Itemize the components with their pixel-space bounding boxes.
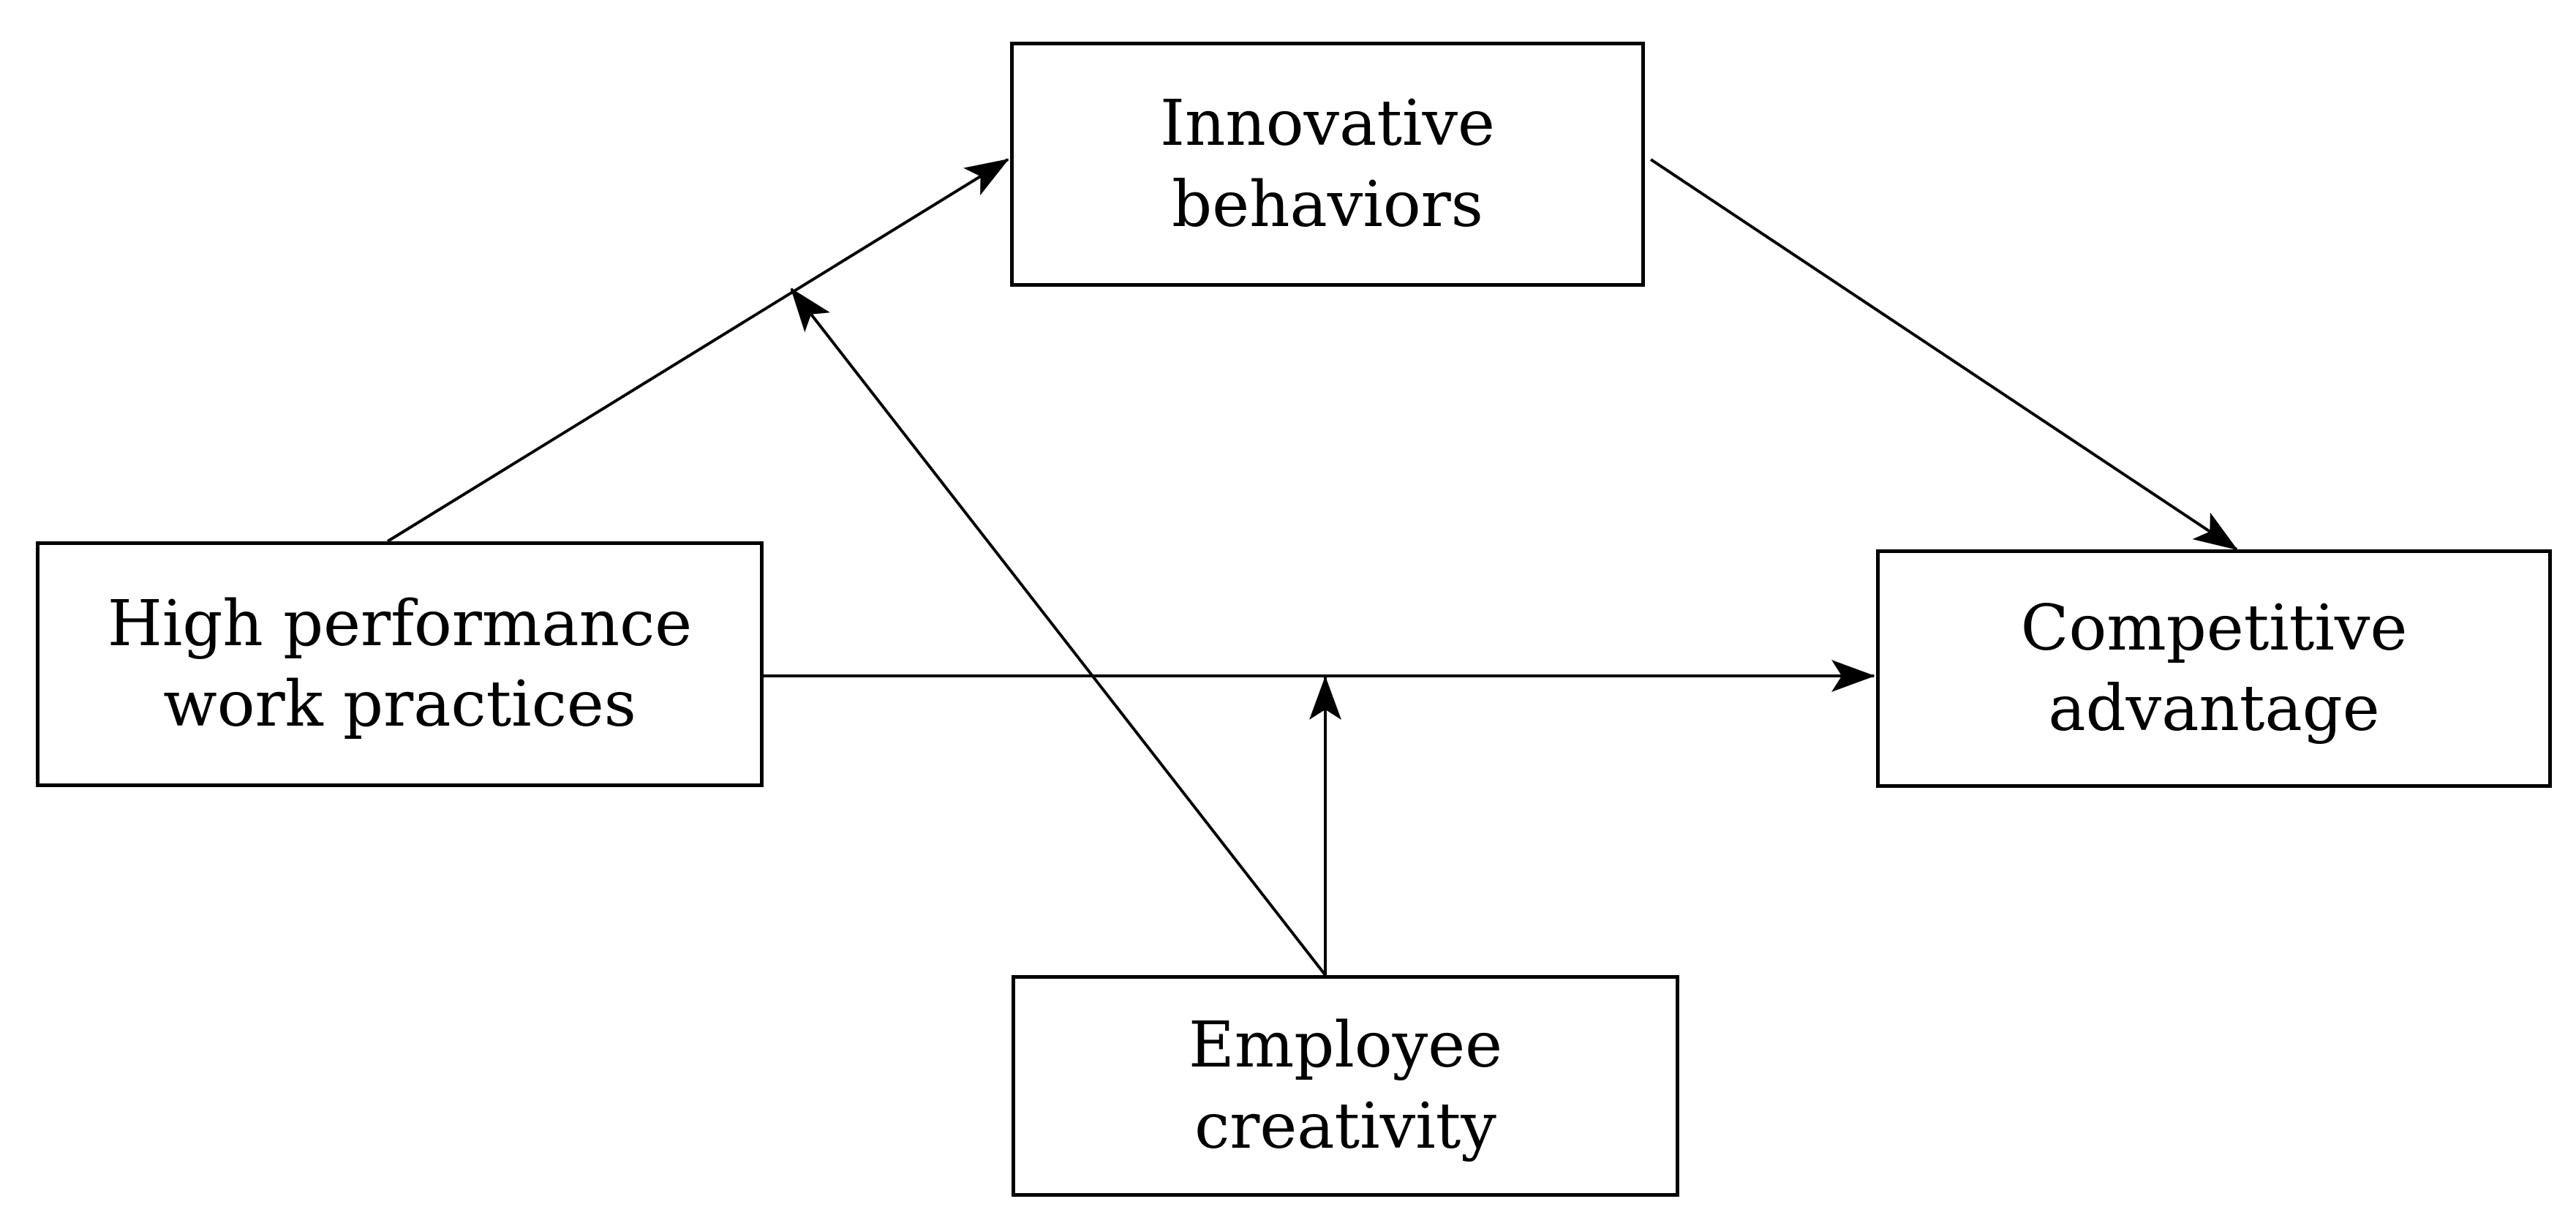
arrow-hpwp-to-innovative	[386, 158, 1009, 543]
node-innovative-behaviors: Innovative behaviors	[1010, 42, 1645, 287]
node-innovative-behaviors-label: Innovative behaviors	[1160, 87, 1495, 241]
arrow-innovative-to-competitive	[1649, 158, 2238, 551]
node-high-performance-work-practices-label: High performance work practices	[107, 587, 693, 741]
arrow-creativity-moderates-hpwp-innovative	[790, 287, 1327, 977]
node-employee-creativity: Employee creativity	[1012, 975, 1679, 1197]
node-employee-creativity-label: Employee creativity	[1188, 1009, 1503, 1163]
node-high-performance-work-practices: High performance work practices	[36, 541, 764, 787]
node-competitive-advantage: Competitive advantage	[1876, 549, 2552, 788]
node-competitive-advantage-label: Competitive advantage	[2020, 591, 2408, 745]
